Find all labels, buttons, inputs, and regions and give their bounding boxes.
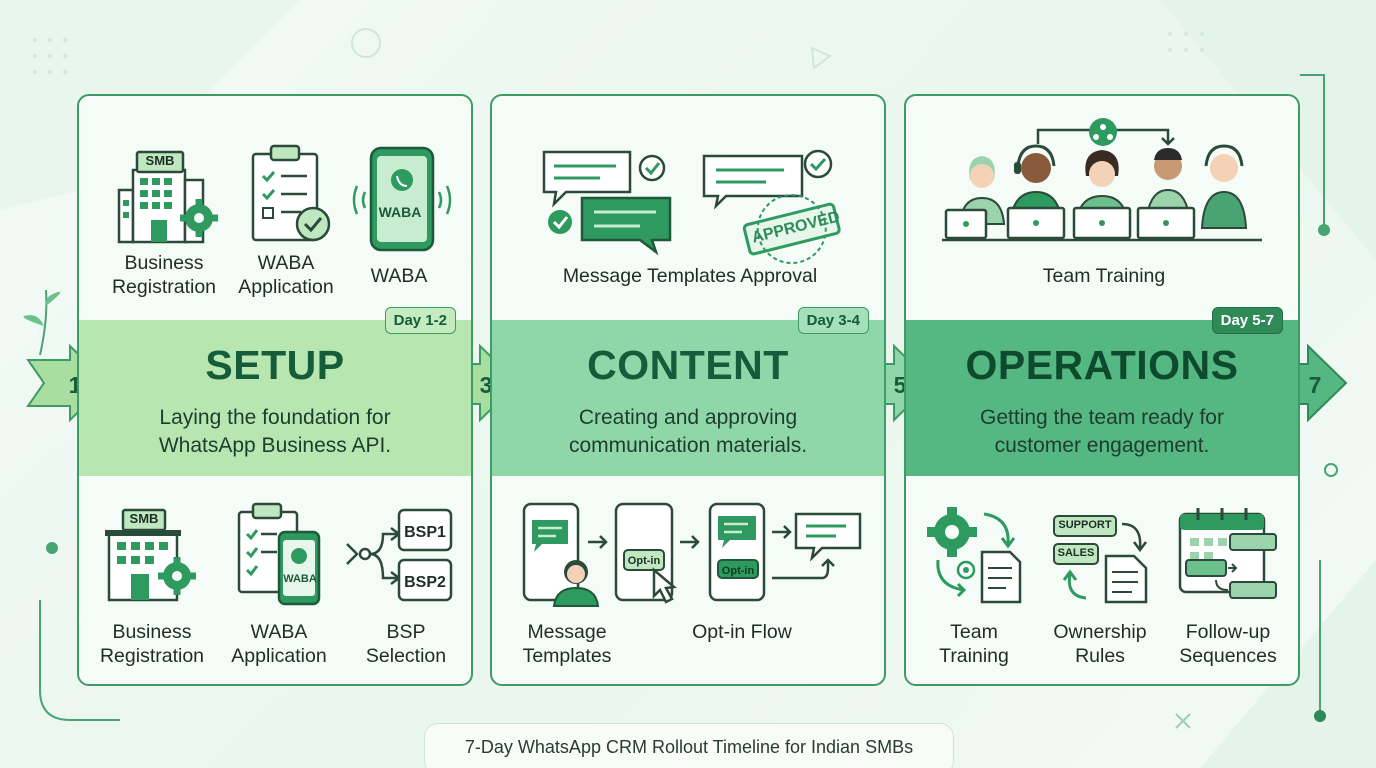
step-number-3: 3: [479, 372, 493, 398]
item-label-waba: WABA: [370, 265, 428, 287]
phase-description: Laying the foundation for WhatsApp Busin…: [158, 406, 392, 457]
phase-title: SETUP: [205, 342, 345, 388]
phone-whatsapp-icon: [352, 146, 452, 252]
sign-text: SMB: [145, 153, 175, 168]
footer-caption-box: [424, 723, 954, 768]
calendar-sequence-icon: [1178, 508, 1277, 599]
chat-bubbles-approved-icon: [542, 149, 841, 265]
optin-flow-icon: [588, 502, 862, 604]
item-label-bsp-selection: BSP Selection: [365, 621, 447, 667]
tag-support: SUPPORT: [1058, 519, 1112, 531]
phase-panel-operations: Team Training Day 5-7 OPERATIONS Getting…: [904, 94, 1300, 686]
clipboard-checklist-icon: [251, 144, 331, 242]
phase-panel-setup: SMB WABA Business Registration WABA Appl…: [77, 94, 473, 686]
day-badge: Day 5-7: [1211, 307, 1283, 334]
phase-band: [79, 320, 471, 476]
item-label-business-registration: Business Registration: [99, 621, 205, 667]
phone-screen-text: WABA: [378, 204, 422, 220]
clipboard-phone-icon: [237, 502, 321, 606]
item-label-message-templates: Message Templates: [522, 621, 612, 667]
office-building-gear-icon: [105, 508, 196, 602]
tag-sales: SALES: [1057, 547, 1095, 559]
item-label-ownership-rules: Ownership Rules: [1053, 621, 1147, 667]
item-label-waba-application: WABA Application: [231, 621, 327, 667]
optin-button-1: Opt-in: [627, 555, 661, 567]
item-label-message-templates-approval: Message Templates Approval: [562, 265, 818, 287]
bsp-branch-icon: [346, 508, 453, 602]
bsp-option-1: BSP1: [404, 524, 446, 541]
item-label-business-registration: Business Registration: [111, 252, 217, 298]
item-label-optin-flow: Opt-in Flow: [692, 621, 792, 643]
footer-title: 7-Day WhatsApp CRM Rollout Timeline for …: [464, 737, 914, 757]
phase-band: [492, 320, 884, 476]
bsp-option-2: BSP2: [404, 574, 446, 591]
office-building-gear-icon: [117, 150, 218, 244]
item-label-team-training: Team Training: [1042, 265, 1166, 287]
item-label-follow-up-sequences: Follow-up Sequences: [1179, 621, 1277, 667]
step-number-5: 5: [893, 372, 907, 398]
day-badge: Day 3-4: [797, 307, 869, 334]
day-badge: Day 1-2: [384, 307, 456, 334]
team-headset-icon: [942, 118, 1262, 242]
phase-description: Getting the team ready for customer enga…: [980, 406, 1224, 457]
item-label-waba-application: WABA Application: [238, 252, 334, 298]
item-label-team-training: Team Training: [939, 621, 1009, 667]
phone-screen-text: WABA: [283, 573, 317, 585]
phone-user-icon: [522, 502, 600, 607]
gears-document-icon: [927, 507, 1022, 604]
phase-title: CONTENT: [587, 342, 789, 388]
phase-panel-content: APPROVED Message Templates Approval Day …: [490, 94, 886, 686]
phase-description: Creating and approving communication mat…: [568, 406, 808, 457]
phase-title: OPERATIONS: [965, 342, 1239, 388]
sign-text: SMB: [129, 511, 159, 526]
optin-button-2: Opt-in: [721, 565, 755, 577]
step-number-7: 7: [1308, 372, 1322, 398]
phase-band: [906, 320, 1298, 476]
routing-rules-icon: [1053, 515, 1148, 604]
